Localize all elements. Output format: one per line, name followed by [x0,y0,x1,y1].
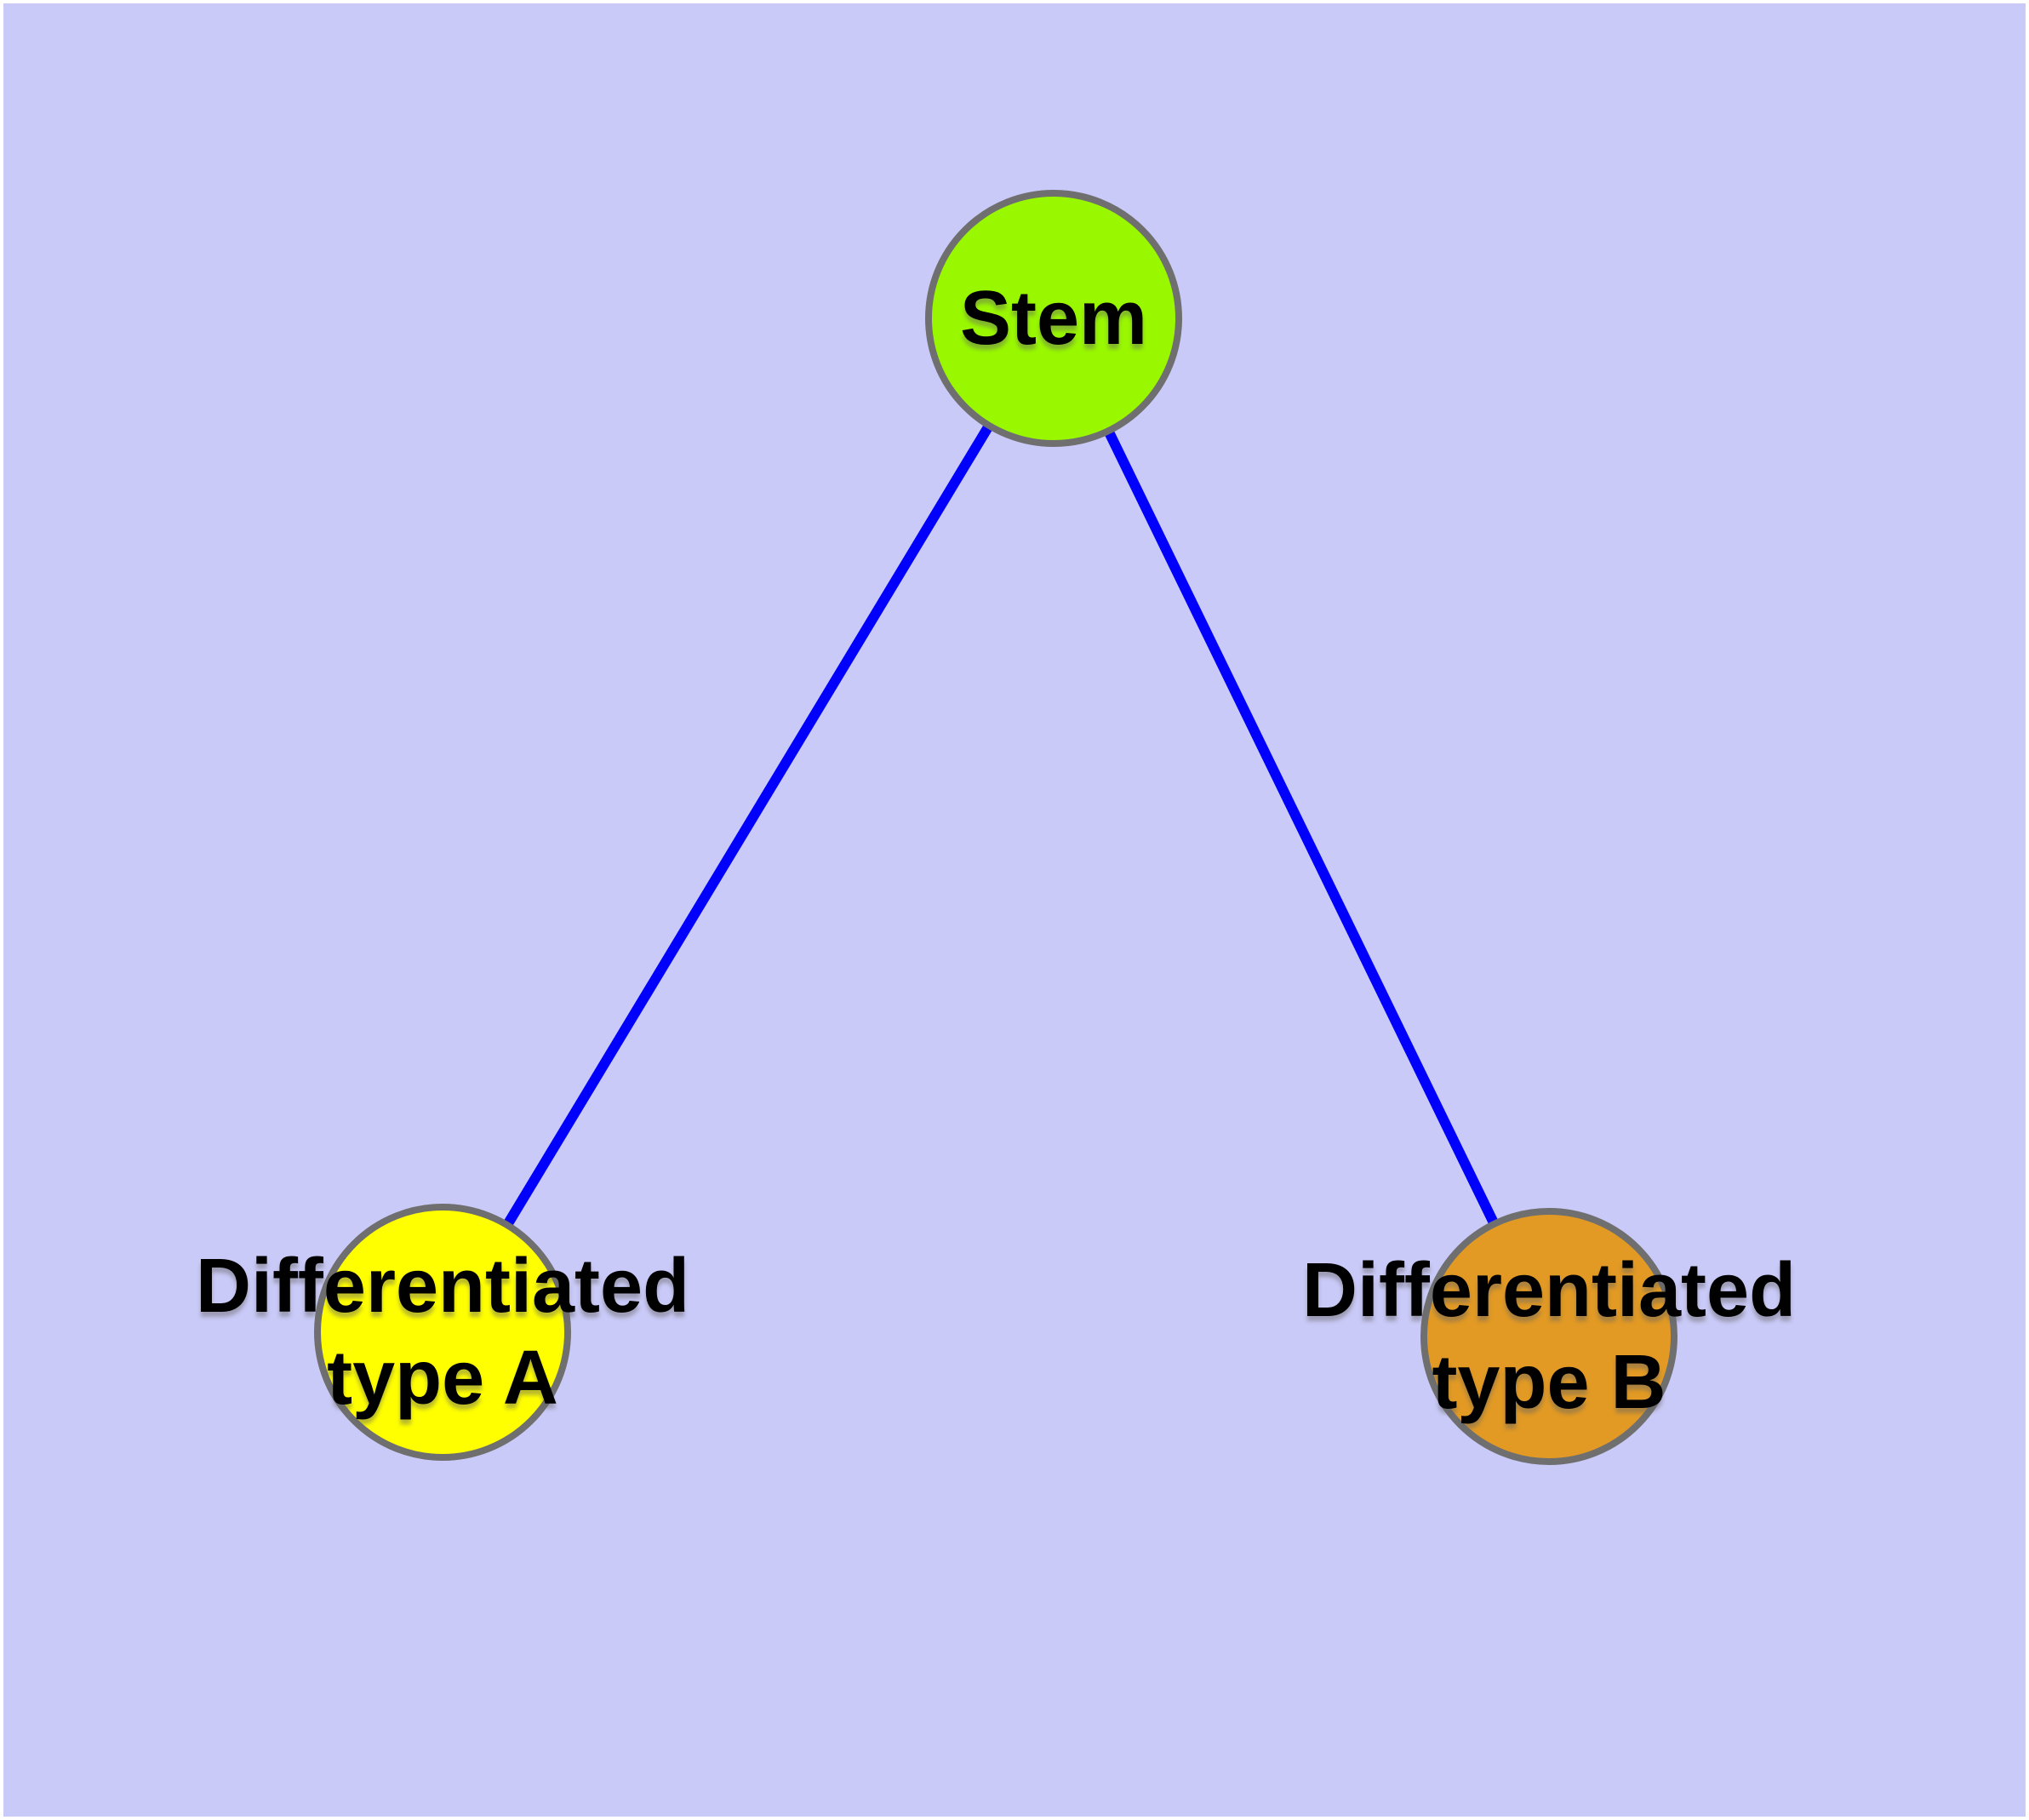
node-stem-circle [925,190,1182,447]
node-stem-label: Stem [960,272,1147,364]
edge-stem-type-b [1049,316,1554,1339]
node-stem-label-line: Stem [959,276,1148,361]
node-type-a-label-line-2: type A [327,1336,558,1421]
node-type-a-label-line-1: Differentiated [195,1244,690,1329]
node-type-b-label: Differentiated type B [1302,1245,1796,1428]
node-type-a-label: Differentiated type A [196,1240,689,1424]
edge-stem-type-a [437,315,1059,1336]
node-type-b-circle [1420,1208,1677,1465]
node-type-a-circle [314,1204,571,1461]
node-type-b-label-line-1: Differentiated [1301,1248,1797,1333]
node-type-b-label-line-2: type B [1432,1340,1666,1425]
